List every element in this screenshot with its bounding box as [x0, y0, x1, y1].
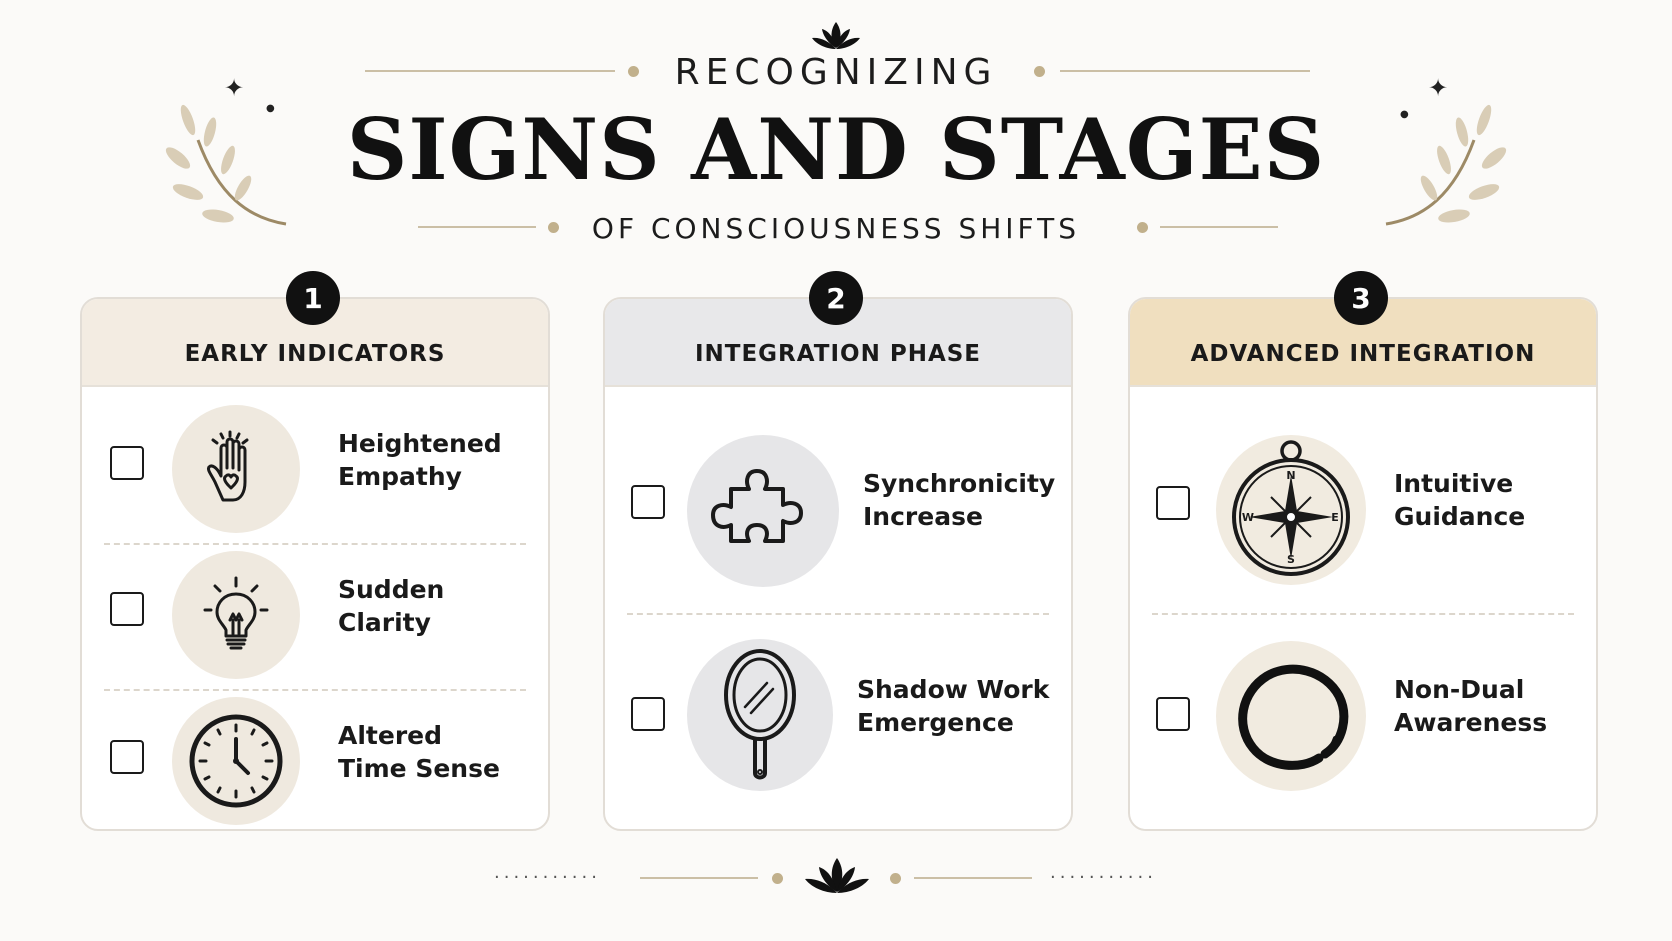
- subtitle-rule-right: [1160, 226, 1278, 228]
- stage-number-badge: 1: [286, 271, 340, 325]
- icon-circle: N S W E: [1216, 435, 1366, 585]
- header-dot: [628, 66, 639, 77]
- stage-card-integration-phase: INTEGRATION PHASE Synchronicity Increase…: [603, 297, 1073, 831]
- checkbox-non-dual-awareness[interactable]: [1156, 697, 1190, 731]
- icon-circle: [687, 639, 833, 791]
- item-divider: [627, 613, 1049, 615]
- footer-lotus-icon: [805, 858, 869, 893]
- stage-card-early-indicators: EARLY INDICATORS Heightened Empathy Sudd…: [80, 297, 550, 831]
- sparkle-icon: ✦: [1428, 74, 1449, 102]
- sparkle-icon: ✦: [224, 74, 245, 102]
- item-label: Sudden Clarity: [338, 575, 445, 637]
- compass-icon: N S W E: [1232, 440, 1350, 576]
- item-label: Altered Time Sense: [338, 721, 500, 783]
- compass-north-label: N: [1286, 469, 1295, 482]
- main-title: SIGNS AND STAGES: [346, 100, 1326, 199]
- compass-east-label: E: [1331, 511, 1339, 524]
- item-divider: [104, 689, 526, 691]
- lightbulb-icon: [203, 576, 269, 650]
- enso-circle-icon: [1238, 664, 1349, 770]
- checkbox-shadow-work-emergence[interactable]: [631, 697, 665, 731]
- footer-rule-right: [914, 877, 1032, 879]
- footer-dot: [772, 873, 783, 884]
- item-label: Heightened Empathy: [338, 429, 502, 491]
- item-divider: [1152, 613, 1574, 615]
- header-rule-left: [365, 70, 615, 72]
- item-divider: [104, 543, 526, 545]
- item-label: Intuitive Guidance: [1394, 469, 1526, 531]
- title-line-recognizing: RECOGNIZING: [674, 52, 998, 93]
- compass-west-label: W: [1242, 511, 1254, 524]
- checkbox-intuitive-guidance[interactable]: [1156, 486, 1190, 520]
- stage-card-advanced-integration: ADVANCED INTEGRATION N S W E Intuitive G…: [1128, 297, 1598, 831]
- stage-card-title: EARLY INDICATORS: [82, 299, 548, 387]
- sparkle-dot-icon: ●: [266, 103, 275, 114]
- icon-circle: [172, 697, 300, 825]
- stage-number-badge: 2: [809, 271, 863, 325]
- checkbox-sudden-clarity[interactable]: [110, 592, 144, 626]
- laurel-left-icon: [165, 104, 287, 226]
- icon-circle: [172, 405, 300, 533]
- stage-number-badge: 3: [1334, 271, 1388, 325]
- hand-heart-icon: [207, 430, 249, 502]
- footer-rule-left: [640, 877, 758, 879]
- puzzle-piece-icon: [711, 469, 803, 543]
- top-lotus-icon: [812, 22, 860, 49]
- item-label: Shadow Work Emergence: [857, 675, 1050, 737]
- item-label: Synchronicity Increase: [863, 469, 1056, 531]
- laurel-right-icon: [1385, 104, 1507, 226]
- subtitle-dot: [548, 222, 559, 233]
- subtitle-rule-left: [418, 226, 536, 228]
- icon-circle: [687, 435, 839, 587]
- sparkle-dot-icon: ●: [1400, 109, 1409, 120]
- subtitle-dot: [1137, 222, 1148, 233]
- hand-mirror-icon: [724, 649, 796, 780]
- footer-dots-left: ...........: [494, 862, 601, 883]
- checkbox-heightened-empathy[interactable]: [110, 446, 144, 480]
- icon-circle: [172, 551, 300, 679]
- checkbox-synchronicity-increase[interactable]: [631, 485, 665, 519]
- footer-dots-right: ...........: [1050, 862, 1157, 883]
- subtitle: OF CONSCIOUSNESS SHIFTS: [591, 212, 1081, 245]
- checkbox-altered-time-sense[interactable]: [110, 740, 144, 774]
- compass-south-label: S: [1287, 553, 1295, 566]
- footer-dot: [890, 873, 901, 884]
- item-label: Non-Dual Awareness: [1394, 675, 1548, 737]
- header-rule-right: [1060, 70, 1310, 72]
- header-dot: [1034, 66, 1045, 77]
- clock-icon: [189, 714, 283, 808]
- icon-circle: [1216, 641, 1366, 791]
